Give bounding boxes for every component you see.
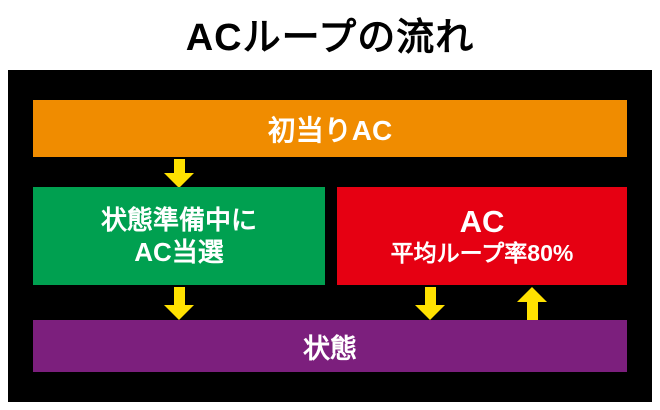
state-box: 状態 [33,320,627,372]
ac-loop-rate-label: 平均ループ率80% [390,240,574,267]
arrow-top-to-left-down-icon [164,159,194,188]
state-prep-label-line1: 状態準備中に [100,204,257,235]
state-prep-ac-win-box: 状態準備中に AC当選 [33,187,325,285]
arrow-head [517,287,547,302]
arrow-stem [173,287,185,305]
page-title: ACループの流れ [185,17,475,59]
arrow-stem [424,287,436,305]
first-hit-ac-box: 初当りAC [33,100,627,157]
arrow-head [164,305,194,320]
state-prep-label-line2: AC当選 [134,237,224,267]
arrow-head [415,305,445,320]
ac-box: AC 平均ループ率80% [337,187,627,285]
flow-diagram-panel: 初当りAC 状態準備中に AC当選 AC 平均ループ率80% 状態 [8,70,652,402]
arrow-right-to-bottom-down-icon [415,287,445,320]
arrow-stem [173,159,185,173]
arrow-head [164,173,194,188]
state-label: 状態 [303,333,357,364]
arrow-bottom-to-right-up-icon [517,287,547,320]
first-hit-ac-label: 初当りAC [267,114,393,146]
arrow-stem [526,302,538,320]
ac-label: AC [459,204,505,240]
arrow-left-to-bottom-down-icon [164,287,194,320]
